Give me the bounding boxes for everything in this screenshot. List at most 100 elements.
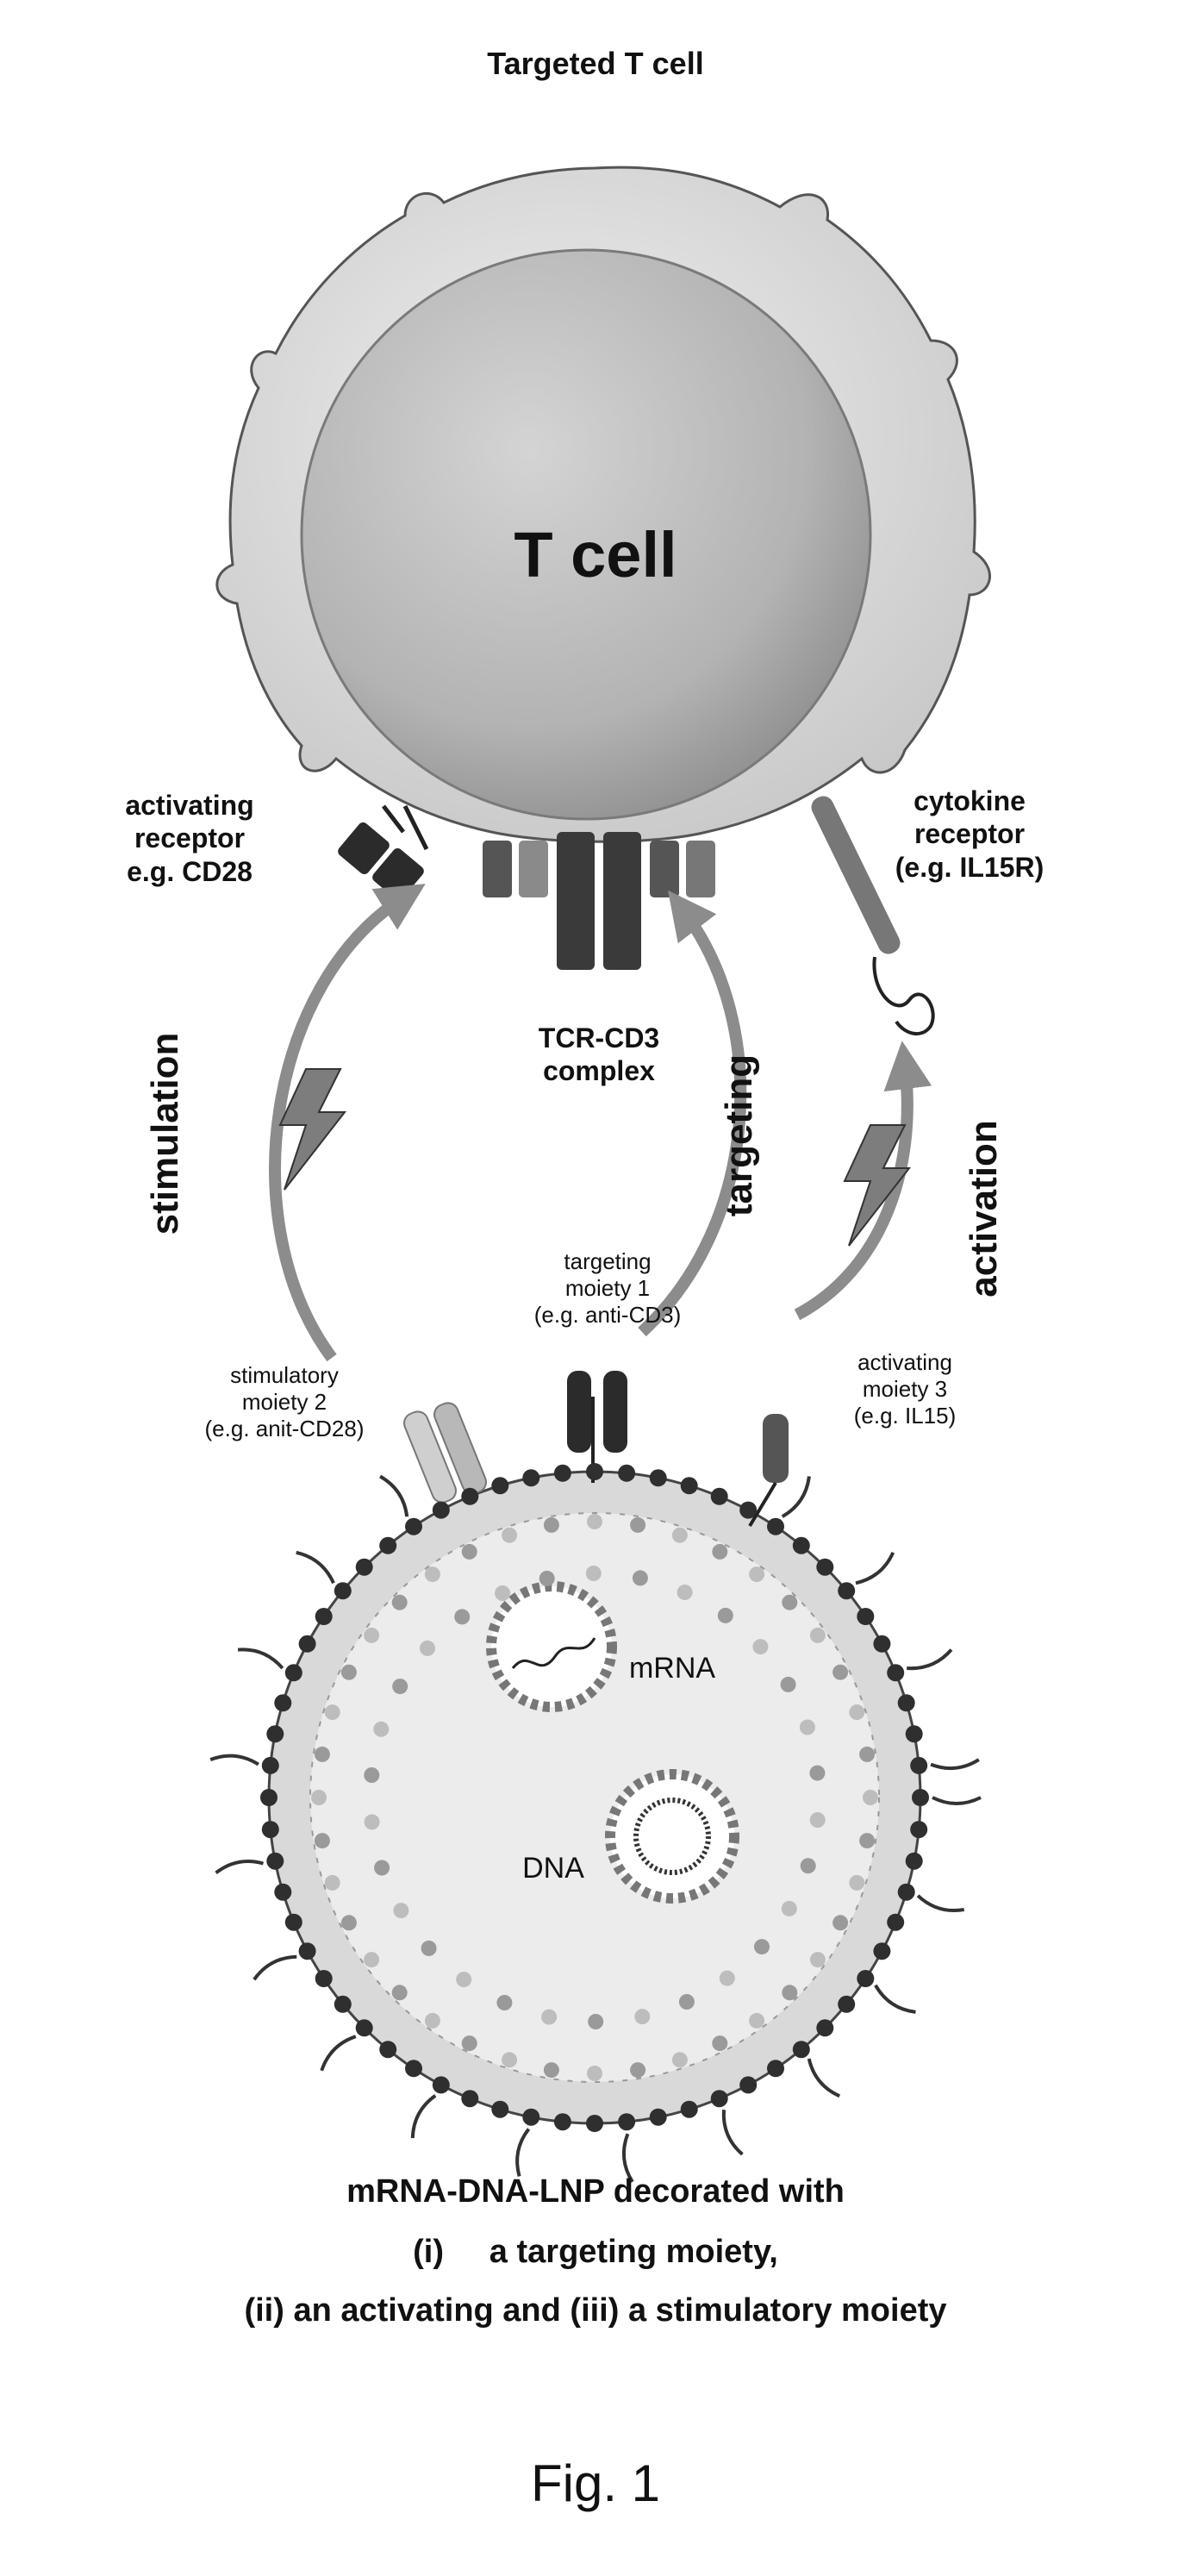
- activating-receptor: [336, 806, 427, 903]
- inner-lipid-head: [859, 1833, 875, 1848]
- inner-lipid-head: [832, 1915, 848, 1930]
- inner-lipid-head: [495, 1585, 510, 1601]
- inner-lipid-head: [341, 1665, 357, 1680]
- inner-lipid-head: [752, 1639, 768, 1654]
- inner-lipid-head: [311, 1790, 327, 1805]
- lipid-head: [299, 1942, 316, 1960]
- lipid-head: [405, 1518, 422, 1535]
- inner-lipid-head: [365, 1814, 380, 1829]
- lipid-head: [910, 1821, 927, 1838]
- lipid-head: [554, 1465, 571, 1482]
- lipid-head: [379, 2041, 396, 2058]
- inner-lipid-head: [421, 1941, 437, 1956]
- inner-lipid-head: [456, 1972, 471, 1987]
- activation-label: activation: [963, 1120, 1006, 1297]
- inner-lipid-head: [502, 1528, 517, 1543]
- inner-lipid-head: [544, 1517, 559, 1533]
- inner-lipid-head: [454, 1609, 470, 1624]
- lipid-head: [898, 1884, 915, 1901]
- inner-lipid-head: [588, 2014, 603, 2029]
- lipid-head: [285, 1914, 302, 1931]
- inner-lipid-head: [677, 1585, 693, 1600]
- inner-lipid-head: [364, 1767, 379, 1783]
- inner-lipid-head: [712, 2035, 727, 2051]
- peg-tail: [254, 1957, 296, 1979]
- activating-receptor-label: activating receptor e.g. CD28: [60, 789, 319, 888]
- lipid-head: [650, 1469, 667, 1486]
- lipid-head: [906, 1725, 923, 1742]
- caption-line-1: mRNA-DNA-LNP decorated with: [0, 2173, 1191, 2212]
- lipid-head: [266, 1725, 284, 1742]
- inner-lipid-head: [749, 2013, 764, 2029]
- inner-lipid-head: [325, 1704, 340, 1720]
- inner-lipid-head: [782, 1901, 797, 1916]
- figure-title: Targeted T cell: [0, 45, 1191, 82]
- inner-lipid-head: [630, 1517, 645, 1533]
- lipid-head: [857, 1970, 874, 1987]
- inner-lipid-head: [392, 1679, 408, 1694]
- lipid-head: [433, 2076, 450, 2093]
- lipid-head: [334, 1582, 352, 1599]
- inner-lipid-head: [679, 1994, 695, 2010]
- lipid-head: [912, 1789, 929, 1806]
- lipid-head: [262, 1821, 279, 1838]
- stimulation-arrow: [275, 897, 405, 1358]
- inner-lipid-head: [782, 1985, 797, 2000]
- lipid-head: [405, 2060, 422, 2077]
- lipid-head: [334, 1996, 352, 2013]
- inner-lipid-head: [672, 2052, 688, 2067]
- inner-lipid-head: [672, 1528, 688, 1543]
- peg-tail: [321, 2036, 356, 2071]
- peg-tail: [918, 1896, 964, 1910]
- lipid-head: [711, 1488, 728, 1505]
- inner-lipid-head: [392, 1595, 408, 1610]
- cytokine-receptor-label: cytokine receptor (e.g. IL15R): [827, 785, 1112, 884]
- lipid-head: [491, 1477, 508, 1494]
- dna-vesicle: [610, 1774, 734, 1898]
- lipid-head: [618, 2113, 635, 2130]
- inner-lipid-head: [315, 1747, 330, 1762]
- peg-tail: [216, 1861, 264, 1873]
- inner-lipid-head: [544, 2062, 559, 2078]
- lipid-head: [793, 1537, 810, 1554]
- inner-lipid-head: [587, 2066, 602, 2081]
- inner-lipid-head: [849, 1875, 864, 1891]
- dna-label: DNA: [502, 1851, 605, 1886]
- lipid-head: [379, 1537, 396, 1554]
- lipid-head: [586, 1463, 603, 1480]
- inner-lipid-head: [749, 1566, 764, 1582]
- inner-lipid-head: [587, 1514, 602, 1529]
- lipid-head: [274, 1884, 291, 1901]
- lipid-head: [873, 1942, 890, 1960]
- peg-tail: [856, 1553, 893, 1584]
- lipid-head: [262, 1757, 279, 1774]
- lipid-head: [910, 1757, 927, 1774]
- inner-lipid-head: [393, 1903, 408, 1918]
- inner-lipid-head: [425, 2013, 440, 2029]
- lipid-head: [739, 1502, 757, 1519]
- peg-tail: [931, 1760, 979, 1768]
- inner-lipid-head: [502, 2052, 517, 2067]
- lipid-head: [356, 2019, 373, 2036]
- peg-tail: [413, 2096, 435, 2138]
- stimulatory-moiety: [401, 1400, 489, 1505]
- inner-lipid-head: [720, 1971, 735, 1986]
- inner-lipid-head: [425, 1566, 440, 1582]
- lipid-head: [356, 1559, 373, 1576]
- lipid-head: [433, 1502, 450, 1519]
- lipid-head: [274, 1694, 291, 1711]
- lipid-head: [906, 1853, 923, 1870]
- lipid-head: [898, 1694, 915, 1711]
- inner-lipid-head: [832, 1665, 848, 1680]
- lipid-head: [887, 1664, 904, 1681]
- inner-lipid-head: [754, 1939, 770, 1954]
- lipid-head: [857, 1608, 874, 1625]
- peg-tail: [809, 2059, 840, 2096]
- inner-lipid-head: [800, 1720, 815, 1735]
- peg-tail: [210, 1756, 259, 1765]
- lipid-head: [618, 1465, 635, 1482]
- peg-tail: [380, 1477, 407, 1517]
- lipid-head: [315, 1608, 333, 1625]
- lipid-head: [838, 1582, 855, 1599]
- inner-lipid-head: [863, 1790, 878, 1805]
